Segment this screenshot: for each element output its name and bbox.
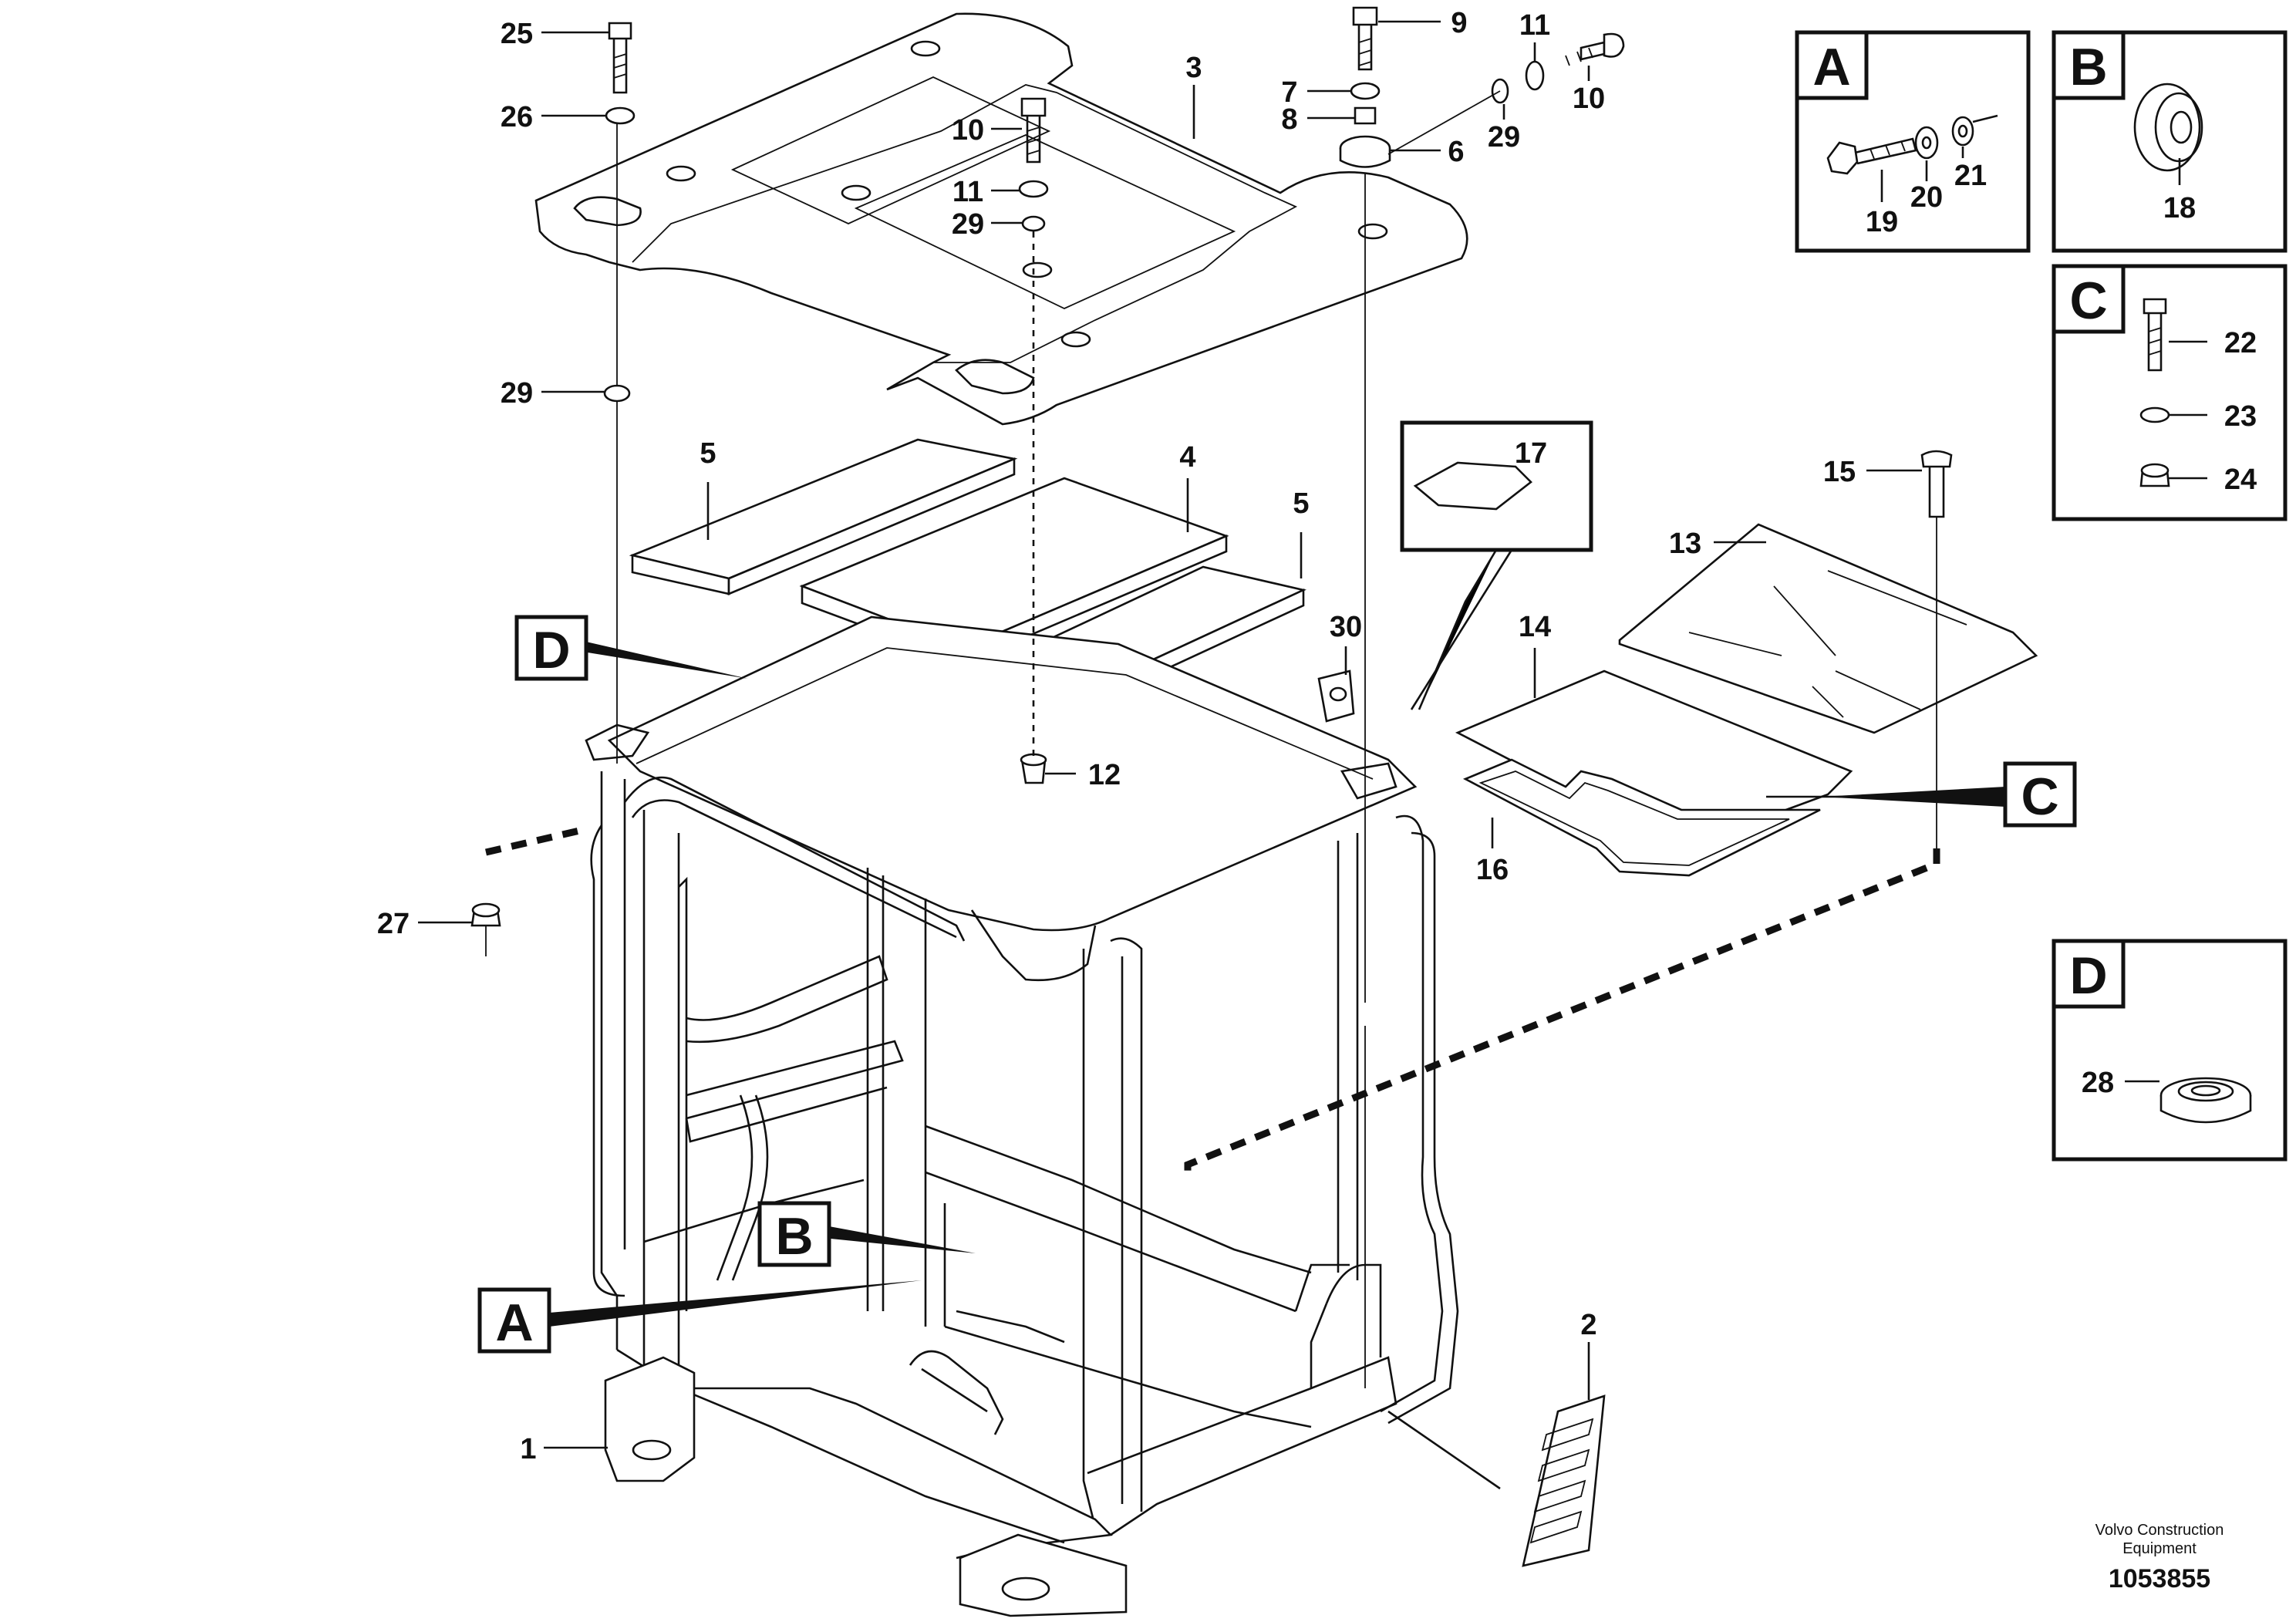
callout-14: 14 <box>1519 611 1551 643</box>
callout-24: 24 <box>2224 464 2257 496</box>
callout-18: 18 <box>2163 192 2196 224</box>
callout-23: 23 <box>2224 400 2257 433</box>
insulation-pad-left <box>629 438 1018 595</box>
svg-text:C: C <box>2021 767 2058 826</box>
callout-30: 30 <box>1330 611 1362 643</box>
callout-12: 12 <box>1088 759 1121 791</box>
callout-21: 21 <box>1954 160 1987 192</box>
washer-23 <box>2139 406 2170 423</box>
callout-22: 22 <box>2224 327 2257 359</box>
bolt-19 <box>1826 137 1917 175</box>
callout-11: 11 <box>1519 9 1550 42</box>
washer-29-left <box>603 384 631 403</box>
detail-box-d: D <box>2052 939 2288 1162</box>
callout-1: 1 <box>520 1433 536 1465</box>
reference-pointers <box>549 642 2005 1327</box>
svg-text:B: B <box>775 1207 813 1266</box>
callout-4: 4 <box>1179 441 1195 474</box>
callout-20: 20 <box>1910 181 1943 214</box>
footer-company: Volvo Construction <box>2095 1522 2224 1539</box>
callout-29: 29 <box>501 377 533 410</box>
detail-box-a: A <box>1795 30 2031 253</box>
callout-16: 16 <box>1476 854 1509 886</box>
svg-text:B: B <box>2069 38 2107 96</box>
callout-5: 5 <box>1293 487 1309 520</box>
detail-17-box <box>1400 420 1593 710</box>
ref-label-c: C <box>2003 761 2077 828</box>
bolt-10-right <box>1565 32 1625 66</box>
callout-2: 2 <box>1580 1309 1596 1341</box>
washer-11-right <box>1525 60 1545 91</box>
drawing-number: 1053855 <box>2109 1564 2210 1593</box>
callout-29: 29 <box>1488 121 1520 153</box>
callout-29: 29 <box>952 208 984 241</box>
assembly-line-right-bolt <box>1387 90 1501 155</box>
callout-7: 7 <box>1281 76 1297 109</box>
ref-label-d: D <box>514 615 588 681</box>
ref-label-a: A <box>477 1287 551 1354</box>
callout-26: 26 <box>501 101 533 133</box>
detail-box-c: C <box>2052 264 2288 521</box>
callout-19: 19 <box>1866 206 1898 238</box>
callout-3: 3 <box>1185 52 1202 84</box>
bolt-15 <box>1920 450 1953 518</box>
callout-11: 11 <box>952 176 983 208</box>
svg-text:D: D <box>532 621 570 679</box>
callout-15: 15 <box>1823 456 1856 488</box>
dashed-line-right <box>1184 848 1940 1172</box>
callout-10: 10 <box>952 114 984 147</box>
footer: Volvo Construction Equipment 1053855 <box>2095 1522 2224 1593</box>
callout-9: 9 <box>1451 7 1467 39</box>
callout-25: 25 <box>501 18 533 50</box>
bolt-25 <box>608 22 632 94</box>
cab-frame <box>585 615 1459 1617</box>
washer-20 <box>1914 126 1939 160</box>
svg-text:D: D <box>2069 946 2107 1005</box>
bolt-10-center <box>1020 97 1047 164</box>
washer-21 <box>1951 116 1974 147</box>
svg-text:A: A <box>495 1293 533 1352</box>
bolt-9 <box>1352 6 1378 71</box>
callout-numbers: 25 26 29 10 11 29 3 9 7 8 6 11 29 10 5 4… <box>377 7 2257 1465</box>
washer-26 <box>605 106 636 125</box>
rubber-mount-6 <box>1339 135 1391 168</box>
callout-6: 6 <box>1448 136 1464 168</box>
step-plate <box>1522 1394 1606 1567</box>
washer-29-center <box>1021 215 1046 232</box>
washer-7 <box>1350 82 1381 100</box>
roof-panel <box>534 12 1468 426</box>
nut-27 <box>470 902 501 927</box>
callout-27: 27 <box>377 908 410 940</box>
spacer-8 <box>1354 106 1377 125</box>
svg-text:C: C <box>2069 271 2107 330</box>
bolt-22 <box>2143 298 2167 372</box>
plug-12 <box>1020 753 1047 784</box>
callout-17: 17 <box>1515 437 1547 470</box>
callout-13: 13 <box>1669 528 1701 560</box>
dashed-line-left <box>484 825 588 856</box>
callout-10: 10 <box>1573 83 1605 115</box>
floor-plate <box>1618 523 2038 734</box>
clip-30 <box>1317 669 1355 723</box>
floor-seal <box>1462 758 1821 877</box>
svg-text:A: A <box>1812 38 1850 96</box>
washer-11-center <box>1018 180 1049 198</box>
grommet-28 <box>2159 1077 2252 1124</box>
callout-28: 28 <box>2082 1067 2114 1099</box>
callout-8: 8 <box>1281 103 1297 136</box>
footer-company-line2: Equipment <box>2122 1540 2197 1557</box>
ref-label-b: B <box>757 1201 831 1267</box>
callout-5: 5 <box>700 437 716 470</box>
nut-24 <box>2139 463 2170 487</box>
detail-box-b: B <box>2052 30 2288 253</box>
